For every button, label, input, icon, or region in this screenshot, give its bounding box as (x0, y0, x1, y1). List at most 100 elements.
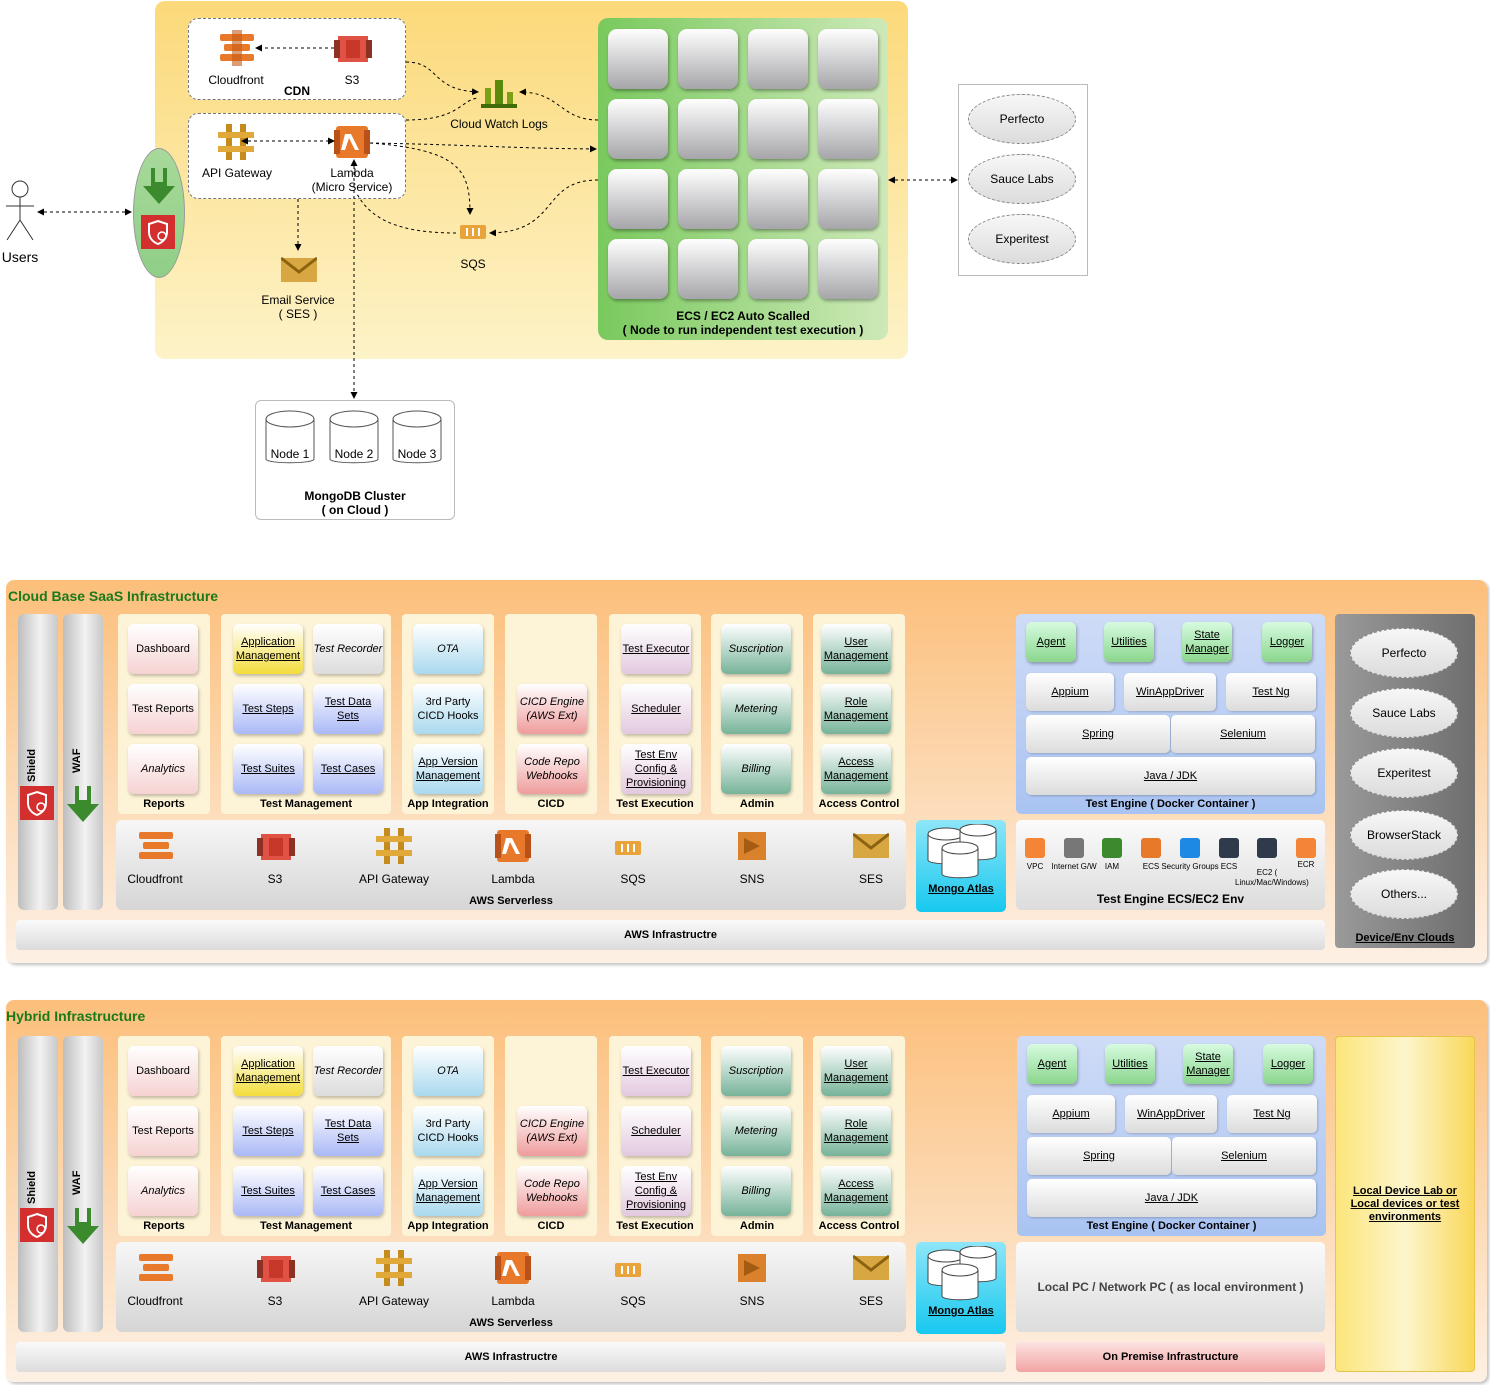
hybrid-card-reports[interactable]: Analytics (128, 1166, 198, 1216)
ecs-node-tile (678, 99, 738, 159)
cloudfront-label: Cloudfront (208, 73, 264, 87)
hybrid-engine-module[interactable]: Agent (1027, 1044, 1077, 1084)
sns-icon (734, 1250, 770, 1289)
saas-device-experitest[interactable]: Experitest (1350, 748, 1458, 798)
saas-engine-lib[interactable]: Appium (1026, 673, 1114, 711)
mongodb-node-cylinder (265, 410, 315, 468)
hybrid-engine-lib[interactable]: WinAppDriver (1125, 1095, 1217, 1133)
saas-engine-java[interactable]: Java / JDK (1026, 757, 1315, 795)
hybrid-card-app_int[interactable]: App Version Management (413, 1166, 483, 1216)
saas-card-test_exec[interactable]: Test Executor (621, 624, 691, 674)
hybrid-card-test_mgmt[interactable]: Application Management (233, 1046, 303, 1096)
mongodb-node-label: Node 1 (270, 447, 310, 461)
saas-serverless-label: SQS (620, 872, 646, 886)
saas-card-cicd[interactable]: Code Repo Webhooks (517, 744, 587, 794)
saas-card-cicd[interactable]: CICD Engine (AWS Ext) (517, 684, 587, 734)
saas-device-browserstack[interactable]: BrowserStack (1350, 810, 1458, 860)
saas-card-test_mgmt[interactable]: Test Recorder (313, 624, 383, 674)
saas-engine-module[interactable]: Logger (1262, 622, 1312, 662)
hybrid-engine-spring[interactable]: Spring (1027, 1137, 1171, 1175)
hybrid-card-test_mgmt[interactable]: Test Recorder (313, 1046, 383, 1096)
s3-icon (257, 1250, 295, 1291)
hybrid-card-access[interactable]: Access Management (821, 1166, 891, 1216)
saas-card-app_int[interactable]: OTA (413, 624, 483, 674)
saas-engine-module[interactable]: State Manager (1182, 622, 1232, 662)
saas-card-test_exec[interactable]: Scheduler (621, 684, 691, 734)
saas-engine-module[interactable]: Utilities (1104, 622, 1154, 662)
hybrid-card-app_int[interactable]: OTA (413, 1046, 483, 1096)
lambda-icon (334, 126, 370, 158)
saas-card-reports[interactable]: Dashboard (128, 624, 198, 674)
ses-icon (852, 1250, 890, 1287)
hybrid-card-test_mgmt[interactable]: Test Cases (313, 1166, 383, 1216)
saas-card-admin[interactable]: Metering (721, 684, 791, 734)
hybrid-card-access[interactable]: Role Management (821, 1106, 891, 1156)
hybrid-card-reports[interactable]: Test Reports (128, 1106, 198, 1156)
hybrid-card-test_mgmt[interactable]: Test Data Sets (313, 1106, 383, 1156)
device-perfecto[interactable]: Perfecto (968, 94, 1076, 144)
saas-engine-lib[interactable]: WinAppDriver (1124, 673, 1216, 711)
ecs-node-tile (748, 99, 808, 159)
hybrid-card-app_int[interactable]: 3rd Party CICD Hooks (413, 1106, 483, 1156)
saas-device-others[interactable]: Others... (1350, 869, 1458, 919)
hybrid-engine-lib[interactable]: Appium (1027, 1095, 1115, 1133)
saas-card-test_mgmt[interactable]: Test Data Sets (313, 684, 383, 734)
saas-device-sauce-labs[interactable]: Sauce Labs (1350, 688, 1458, 738)
ecs-env-label: ECR (1297, 860, 1315, 869)
hybrid-column-label-access: Access Control (818, 1220, 900, 1232)
ecs-node-tile (818, 169, 878, 229)
saas-card-test_mgmt[interactable]: Test Suites (233, 744, 303, 794)
ecs-env-icon (1219, 838, 1239, 858)
saas-card-test_mgmt[interactable]: Application Management (233, 624, 303, 674)
hybrid-card-admin[interactable]: Suscription (721, 1046, 791, 1096)
saas-card-test_mgmt[interactable]: Test Steps (233, 684, 303, 734)
saas-card-reports[interactable]: Test Reports (128, 684, 198, 734)
hybrid-card-test_exec[interactable]: Test Executor (621, 1046, 691, 1096)
hybrid-card-admin[interactable]: Metering (721, 1106, 791, 1156)
hybrid-engine-selenium[interactable]: Selenium (1172, 1137, 1316, 1175)
hybrid-card-test_mgmt[interactable]: Test Steps (233, 1106, 303, 1156)
hybrid-card-admin[interactable]: Billing (721, 1166, 791, 1216)
saas-card-access[interactable]: Access Management (821, 744, 891, 794)
saas-serverless-label: Lambda (491, 872, 535, 886)
hybrid-card-test_exec[interactable]: Test Env Config & Provisioning (621, 1166, 691, 1216)
saas-card-test_exec[interactable]: Test Env Config & Provisioning (621, 744, 691, 794)
ecs-env-label: Security Groups (1161, 862, 1219, 871)
mongodb-cluster-label: MongoDB Cluster ( on Cloud ) (304, 489, 406, 517)
hybrid-engine-module[interactable]: Utilities (1105, 1044, 1155, 1084)
saas-card-admin[interactable]: Suscription (721, 624, 791, 674)
hybrid-card-cicd[interactable]: CICD Engine (AWS Ext) (517, 1106, 587, 1156)
hybrid-engine-lib[interactable]: Test Ng (1227, 1095, 1317, 1133)
saas-card-admin[interactable]: Billing (721, 744, 791, 794)
hybrid-card-access[interactable]: User Management (821, 1046, 891, 1096)
mongo-atlas-icon (922, 823, 1000, 887)
saas-card-app_int[interactable]: App Version Management (413, 744, 483, 794)
saas-card-reports[interactable]: Analytics (128, 744, 198, 794)
hybrid-card-test_exec[interactable]: Scheduler (621, 1106, 691, 1156)
hybrid-engine-module[interactable]: Logger (1263, 1044, 1313, 1084)
saas-engine-lib[interactable]: Test Ng (1226, 673, 1316, 711)
saas-engine-selenium[interactable]: Selenium (1171, 715, 1315, 753)
saas-card-access[interactable]: Role Management (821, 684, 891, 734)
hybrid-serverless-label: SNS (739, 1294, 765, 1308)
saas-engine-spring[interactable]: Spring (1026, 715, 1170, 753)
saas-device-perfecto[interactable]: Perfecto (1350, 628, 1458, 678)
saas-card-app_int[interactable]: 3rd Party CICD Hooks (413, 684, 483, 734)
saas-mongo-atlas-label[interactable]: Mongo Atlas (928, 883, 994, 895)
hybrid-engine-java[interactable]: Java / JDK (1027, 1179, 1316, 1217)
ecs-env-label: IAM (1104, 862, 1120, 871)
hybrid-column-label-admin: Admin (739, 1220, 775, 1232)
device-experitest[interactable]: Experitest (968, 214, 1076, 264)
hybrid-card-reports[interactable]: Dashboard (128, 1046, 198, 1096)
hybrid-card-test_mgmt[interactable]: Test Suites (233, 1166, 303, 1216)
ecs-node-tile (818, 29, 878, 89)
saas-card-access[interactable]: User Management (821, 624, 891, 674)
hybrid-serverless-label: S3 (267, 1294, 283, 1308)
saas-card-test_mgmt[interactable]: Test Cases (313, 744, 383, 794)
hybrid-mongo-atlas-label[interactable]: Mongo Atlas (928, 1305, 994, 1317)
device-sauce-labs[interactable]: Sauce Labs (968, 154, 1076, 204)
hybrid-engine-module[interactable]: State Manager (1183, 1044, 1233, 1084)
saas-engine-module[interactable]: Agent (1026, 622, 1076, 662)
mongodb-node-cylinder (392, 410, 442, 468)
hybrid-card-cicd[interactable]: Code Repo Webhooks (517, 1166, 587, 1216)
